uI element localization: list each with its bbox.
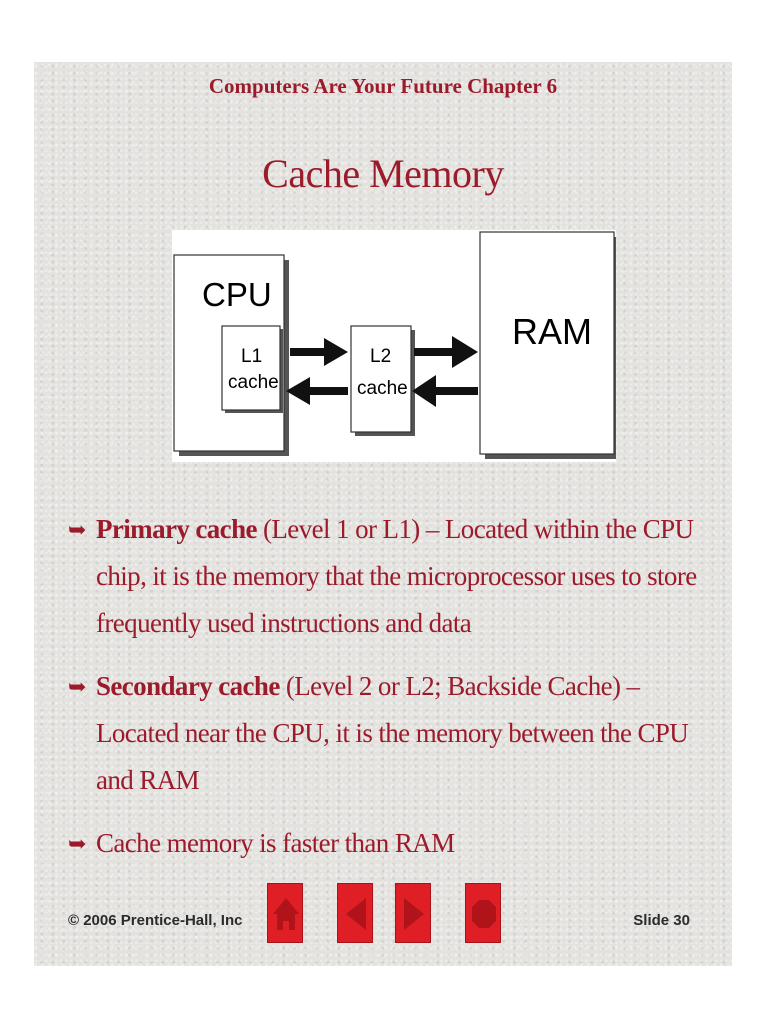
arrow-cpu-to-l2 <box>290 338 348 366</box>
bullet-cache-faster: ➥ Cache memory is faster than RAM <box>66 820 706 867</box>
cpu-label: CPU <box>202 276 272 313</box>
arrow-ram-to-l2 <box>412 375 478 407</box>
arrow-bullet-icon: ➥ <box>68 517 86 542</box>
arrow-bullet-icon: ➥ <box>68 831 86 856</box>
l1-cache-box <box>221 325 281 411</box>
slide: Computers Are Your Future Chapter 6 Cach… <box>34 62 732 966</box>
arrow-l2-to-ram <box>414 336 478 368</box>
end-show-button[interactable] <box>465 883 501 943</box>
ram-label: RAM <box>512 311 592 352</box>
arrow-bullet-icon: ➥ <box>68 674 86 699</box>
next-icon <box>404 898 424 930</box>
slide-number: Slide 30 <box>633 912 690 929</box>
bullet-term: Secondary cache <box>96 671 280 701</box>
bullet-text: Cache memory is faster than RAM <box>96 828 455 858</box>
next-slide-button[interactable] <box>395 883 431 943</box>
cache-diagram: CPU L1 cache L2 cache RAM <box>172 230 616 462</box>
l2-label: L2 <box>370 346 391 367</box>
chapter-heading: Computers Are Your Future Chapter 6 <box>208 74 558 98</box>
bullet-list: ➥ Primary cache (Level 1 or L1) – Locate… <box>66 506 706 883</box>
l2-cache-box <box>350 325 412 433</box>
l1-cache-label: cache <box>228 372 279 393</box>
stop-icon <box>472 900 496 928</box>
arrow-l2-to-cpu <box>286 377 348 405</box>
bullet-text: (Level 1 or L1) – Located within the CPU… <box>96 514 697 638</box>
bullet-primary-cache: ➥ Primary cache (Level 1 or L1) – Locate… <box>66 506 706 647</box>
ram-box <box>479 231 615 455</box>
home-button[interactable] <box>267 883 303 943</box>
copyright-text: © 2006 Prentice-Hall, Inc <box>68 912 243 929</box>
bullet-term: Primary cache <box>96 514 257 544</box>
bullet-secondary-cache: ➥ Secondary cache (Level 2 or L2; Backsi… <box>66 663 706 804</box>
slide-title: Cache Memory <box>262 151 504 196</box>
l2-cache-label: cache <box>357 378 408 399</box>
bullet-text: (Level 2 or L2; Backside Cache) – Locate… <box>96 671 689 795</box>
previous-slide-button[interactable] <box>337 883 373 943</box>
previous-icon <box>346 898 366 930</box>
home-icon <box>273 898 299 930</box>
l1-label: L1 <box>241 346 262 367</box>
